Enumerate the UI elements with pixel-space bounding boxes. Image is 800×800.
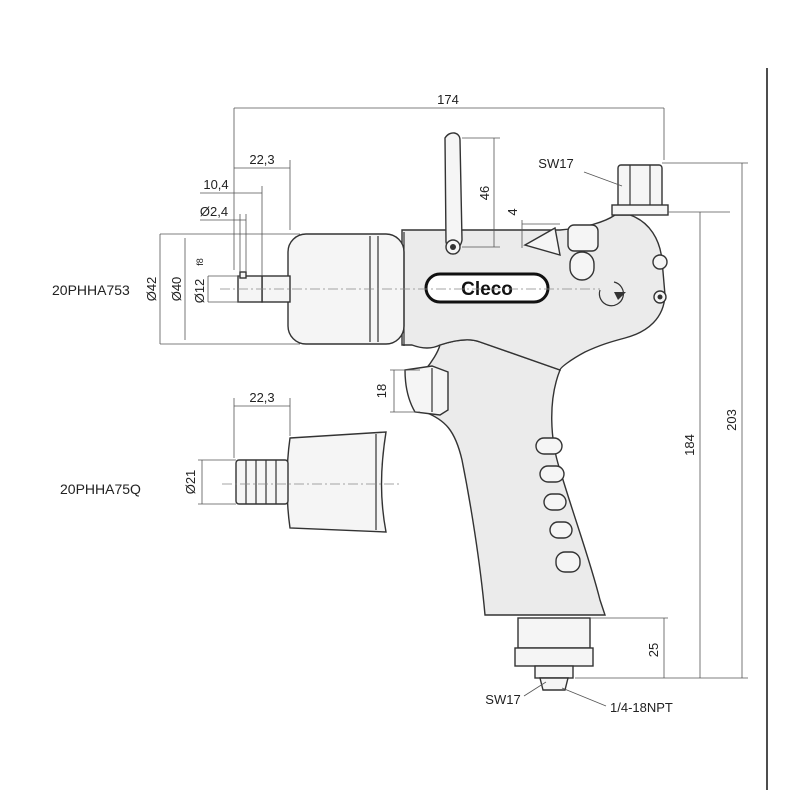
dim-ball-diameter: Ø2,4 (200, 204, 228, 219)
fit-tolerance-f8: f8 (195, 258, 205, 266)
brand-badge-frame (424, 272, 550, 304)
model-label-top: 20PHHA753 (52, 282, 130, 298)
dim-bit-reach: 10,4 (203, 177, 228, 192)
dimension-lines (159, 107, 748, 707)
wrench-size-top: SW17 (538, 156, 573, 171)
dim-small-offset: 4 (505, 208, 520, 215)
quick-change-chuck (235, 431, 387, 533)
dim-inlet-height: 25 (646, 643, 661, 657)
model-label-bottom: 20PHHA75Q (60, 481, 141, 497)
dim-bit-length: 22,3 (249, 152, 274, 167)
pistol-grip-body (237, 132, 669, 691)
dim-diameter-12: Ø12 (192, 279, 207, 304)
dim-trigger-height: 46 (477, 186, 492, 200)
dim-height-184: 184 (682, 434, 697, 456)
dim-diameter-42: Ø42 (144, 277, 159, 302)
dim-diameter-21: Ø21 (183, 470, 198, 495)
dim-reverse-height: 18 (374, 384, 389, 398)
dim-height-203: 203 (724, 409, 739, 431)
dim-quick-change-length: 22,3 (249, 390, 274, 405)
wrench-size-bottom: SW17 (485, 692, 520, 707)
dim-overall-length: 174 (437, 92, 459, 107)
dim-diameter-40: Ø40 (169, 277, 184, 302)
brand-logo: Cleco (461, 279, 513, 300)
air-inlet-thread: 1/4-18NPT (610, 700, 673, 715)
